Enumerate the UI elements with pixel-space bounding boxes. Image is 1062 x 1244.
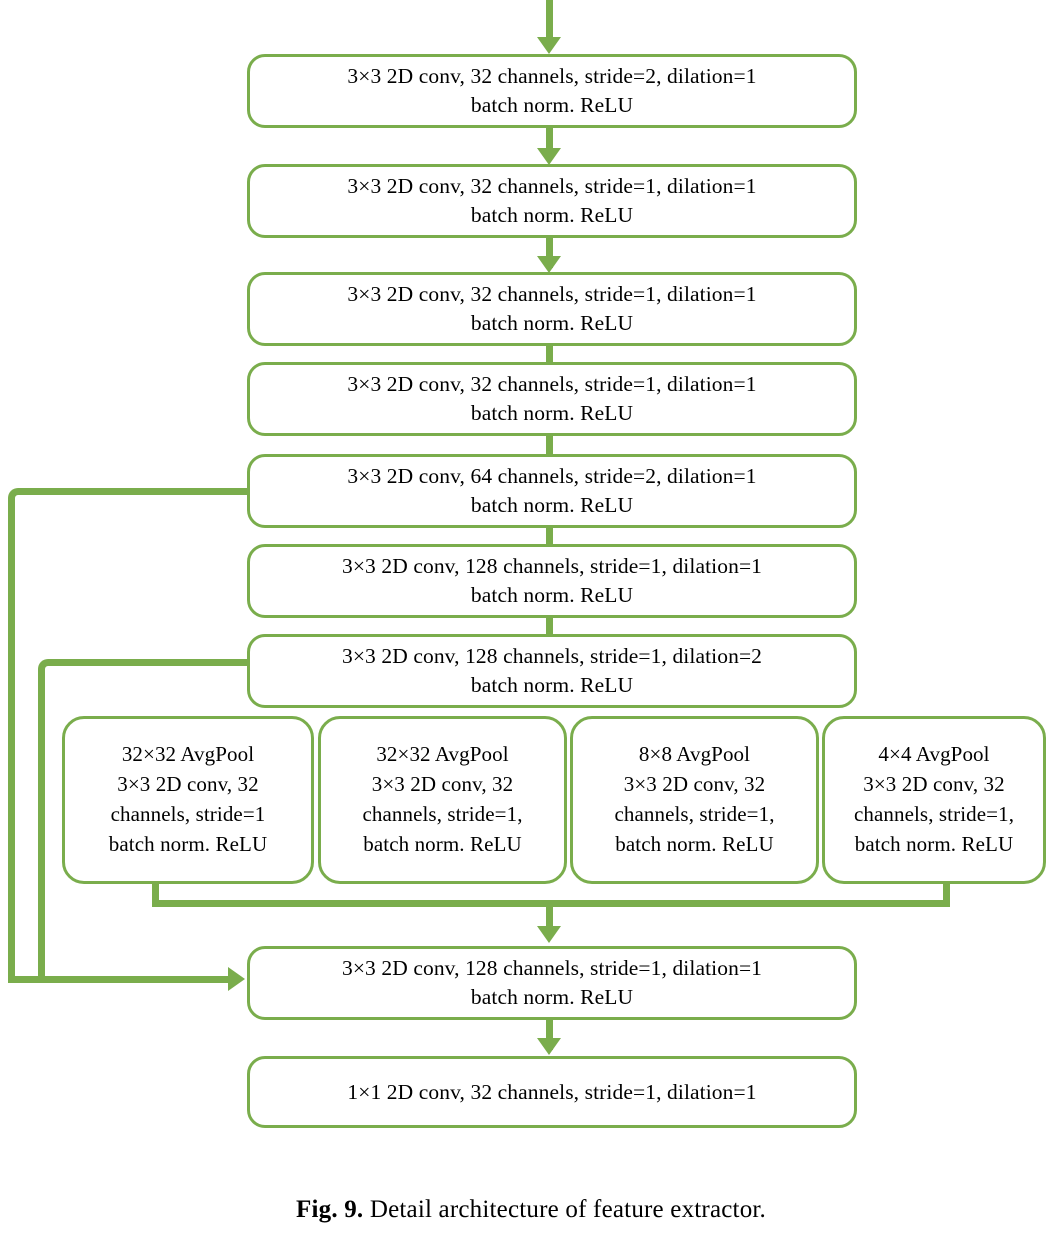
node-conv4-line1: 3×3 2D conv, 32 channels, stride=1, dila… [347, 372, 757, 397]
node-pool-32a-line3: channels, stride=1 [110, 802, 266, 826]
node-pool-4-line1: 4×4 AvgPool [878, 742, 990, 767]
node-pool-8-line1: 8×8 AvgPool [638, 742, 751, 767]
node-conv5-line2: batch norm. ReLU [470, 493, 634, 517]
node-conv4[interactable]: 3×3 2D conv, 32 channels, stride=1, dila… [247, 362, 857, 436]
node-conv5-line1: 3×3 2D conv, 64 channels, stride=2, dila… [347, 464, 757, 489]
skip-merge-line [8, 976, 230, 983]
connector-fuse-out [546, 1020, 553, 1050]
pool-merge-down-line [546, 900, 553, 934]
node-pool-32a-line1: 32×32 AvgPool [121, 742, 255, 767]
node-conv4-line2: batch norm. ReLU [470, 401, 634, 425]
node-conv-fuse-line1: 3×3 2D conv, 128 channels, stride=1, dil… [341, 956, 763, 981]
arrowhead-fuse-out [537, 1038, 561, 1055]
node-pool-8-line3: channels, stride=1, [614, 802, 775, 826]
node-pool-8[interactable]: 8×8 AvgPool 3×3 2D conv, 32 channels, st… [570, 716, 819, 884]
node-conv-fuse[interactable]: 3×3 2D conv, 128 channels, stride=1, dil… [247, 946, 857, 1020]
node-conv3-line1: 3×3 2D conv, 32 channels, stride=1, dila… [347, 282, 757, 307]
node-conv-out-line1: 1×1 2D conv, 32 channels, stride=1, dila… [347, 1079, 757, 1104]
node-pool-4-line2: 3×3 2D conv, 32 [863, 772, 1005, 797]
pool-merge-arrowhead [537, 926, 561, 943]
node-conv1-line1: 3×3 2D conv, 32 channels, stride=2, dila… [347, 64, 757, 89]
figure-caption-text: Detail architecture of feature extractor… [369, 1196, 766, 1223]
node-conv5[interactable]: 3×3 2D conv, 64 channels, stride=2, dila… [247, 454, 857, 528]
node-conv6-line1: 3×3 2D conv, 128 channels, stride=1, dil… [341, 554, 763, 579]
node-conv3-line2: batch norm. ReLU [470, 311, 634, 335]
node-pool-32b[interactable]: 32×32 AvgPool 3×3 2D conv, 32 channels, … [318, 716, 567, 884]
node-pool-4[interactable]: 4×4 AvgPool 3×3 2D conv, 32 channels, st… [822, 716, 1046, 884]
pool-merge-stub-left [152, 884, 159, 904]
node-conv-fuse-line2: batch norm. ReLU [470, 985, 634, 1009]
node-pool-32b-line1: 32×32 AvgPool [376, 742, 509, 767]
node-pool-32a-line4: batch norm. ReLU [108, 831, 268, 856]
connector-conv4-conv5 [546, 434, 553, 456]
connector-conv2-conv3 [546, 238, 553, 268]
figure-caption: Fig. 9. Detail architecture of feature e… [0, 1196, 1062, 1224]
input-arrowhead [537, 37, 561, 54]
node-conv2[interactable]: 3×3 2D conv, 32 channels, stride=1, dila… [247, 164, 857, 238]
node-conv3[interactable]: 3×3 2D conv, 32 channels, stride=1, dila… [247, 272, 857, 346]
node-pool-4-line4: batch norm. ReLU [854, 831, 1014, 856]
skip-connection-inner [38, 659, 250, 983]
node-pool-32a-line2: 3×3 2D conv, 32 [117, 772, 259, 797]
node-conv1[interactable]: 3×3 2D conv, 32 channels, stride=2, dila… [247, 54, 857, 128]
node-pool-32b-line3: channels, stride=1, [362, 802, 523, 826]
node-conv-out[interactable]: 1×1 2D conv, 32 channels, stride=1, dila… [247, 1056, 857, 1128]
arrowhead-conv1-conv2 [537, 148, 561, 165]
node-conv2-line1: 3×3 2D conv, 32 channels, stride=1, dila… [347, 174, 757, 199]
node-conv6[interactable]: 3×3 2D conv, 128 channels, stride=1, dil… [247, 544, 857, 618]
figure-caption-label: Fig. 9. [296, 1196, 364, 1223]
node-pool-32a[interactable]: 32×32 AvgPool 3×3 2D conv, 32 channels, … [62, 716, 314, 884]
node-conv2-line2: batch norm. ReLU [470, 203, 634, 227]
pool-merge-stub-right [943, 884, 950, 904]
node-conv7[interactable]: 3×3 2D conv, 128 channels, stride=1, dil… [247, 634, 857, 708]
node-conv1-line2: batch norm. ReLU [470, 93, 634, 117]
node-pool-4-line3: channels, stride=1, [853, 802, 1015, 826]
node-pool-8-line2: 3×3 2D conv, 32 [623, 772, 766, 797]
connector-conv3-conv4 [546, 344, 553, 364]
connector-conv5-conv6 [546, 526, 553, 548]
arrowhead-conv2-conv3 [537, 256, 561, 273]
connector-conv1-conv2 [546, 128, 553, 154]
node-pool-32b-line2: 3×3 2D conv, 32 [371, 772, 514, 797]
node-conv7-line2: batch norm. ReLU [470, 673, 634, 697]
connector-conv6-conv7 [546, 616, 553, 638]
node-conv7-line1: 3×3 2D conv, 128 channels, stride=1, dil… [341, 644, 763, 669]
input-connector-line [546, 0, 553, 40]
skip-merge-arrowhead [228, 967, 245, 991]
node-pool-8-line4: batch norm. ReLU [615, 831, 774, 856]
skip-connection-outer [8, 488, 250, 983]
node-pool-32b-line4: batch norm. ReLU [363, 831, 522, 856]
node-conv6-line2: batch norm. ReLU [470, 583, 634, 607]
